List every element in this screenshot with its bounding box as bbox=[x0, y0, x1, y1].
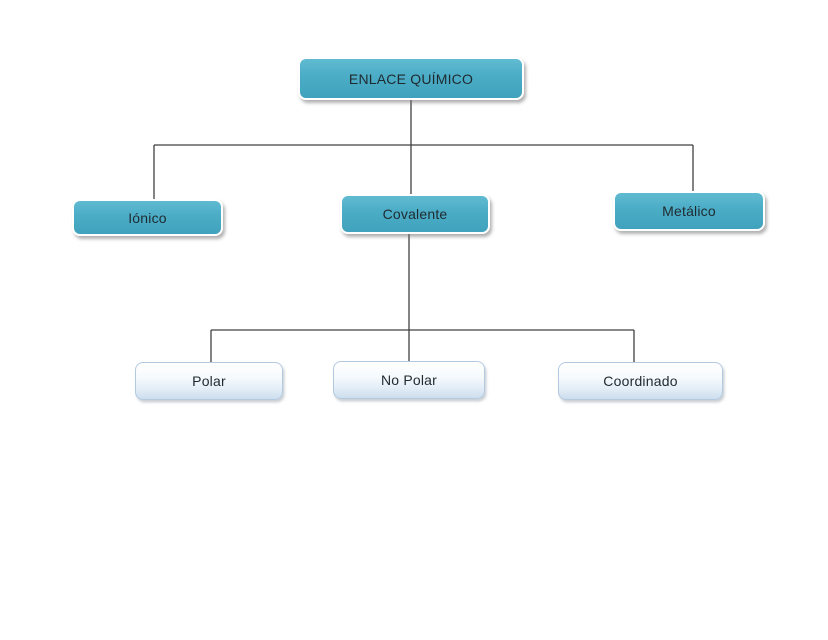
node-polar: Polar bbox=[135, 362, 283, 400]
node-no-polar: No Polar bbox=[333, 361, 485, 399]
node-polar-label: Polar bbox=[192, 373, 226, 389]
node-covalente-label: Covalente bbox=[382, 206, 448, 222]
node-metalico-label: Metálico bbox=[662, 203, 716, 219]
node-ionico-label: Iónico bbox=[128, 209, 167, 226]
node-no-polar-label: No Polar bbox=[380, 372, 438, 388]
node-coordinado: Coordinado bbox=[558, 362, 723, 400]
node-metalico: Metálico bbox=[613, 191, 765, 231]
node-ionico: Iónico bbox=[72, 199, 223, 236]
node-covalente: Covalente bbox=[340, 194, 490, 234]
node-enlace-quimico: ENLACE QUÍMICO bbox=[298, 57, 524, 100]
node-enlace-quimico-label: ENLACE QUÍMICO bbox=[348, 70, 474, 87]
node-coordinado-label: Coordinado bbox=[603, 373, 678, 389]
